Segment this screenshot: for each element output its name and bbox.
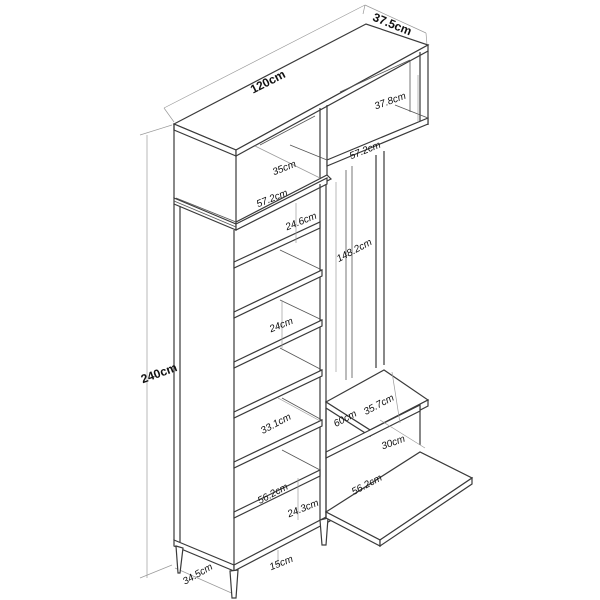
coat-area-and-bench [324, 151, 474, 548]
dimension-lines [139, 4, 428, 596]
internal-dimension-arrows [254, 75, 426, 566]
top-cabinet [172, 23, 430, 229]
left-tall-unit [173, 177, 331, 599]
